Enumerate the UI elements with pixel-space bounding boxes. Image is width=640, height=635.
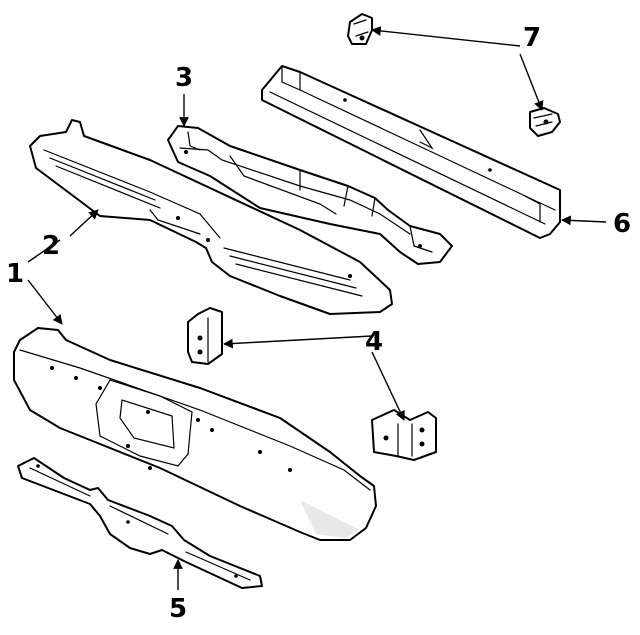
clip-part-upper: [347, 13, 373, 45]
step-pad-part: [261, 65, 561, 239]
bracket-part-lower: [371, 409, 437, 461]
bumper-face-bar-part: [13, 327, 377, 541]
leader-lines: [27, 26, 607, 590]
reinforcement-part: [167, 125, 453, 265]
callout-4: 4: [365, 327, 383, 357]
callout-7: 7: [523, 23, 541, 53]
callout-6: 6: [613, 209, 631, 239]
step-cover-part: [29, 119, 393, 315]
bracket-part-upper: [187, 307, 223, 365]
callout-3: 3: [175, 63, 193, 93]
callout-5: 5: [169, 594, 187, 624]
callout-2: 2: [42, 231, 60, 261]
valance-part: [17, 457, 263, 589]
callout-1: 1: [6, 259, 24, 289]
clip-part-lower: [529, 107, 561, 137]
